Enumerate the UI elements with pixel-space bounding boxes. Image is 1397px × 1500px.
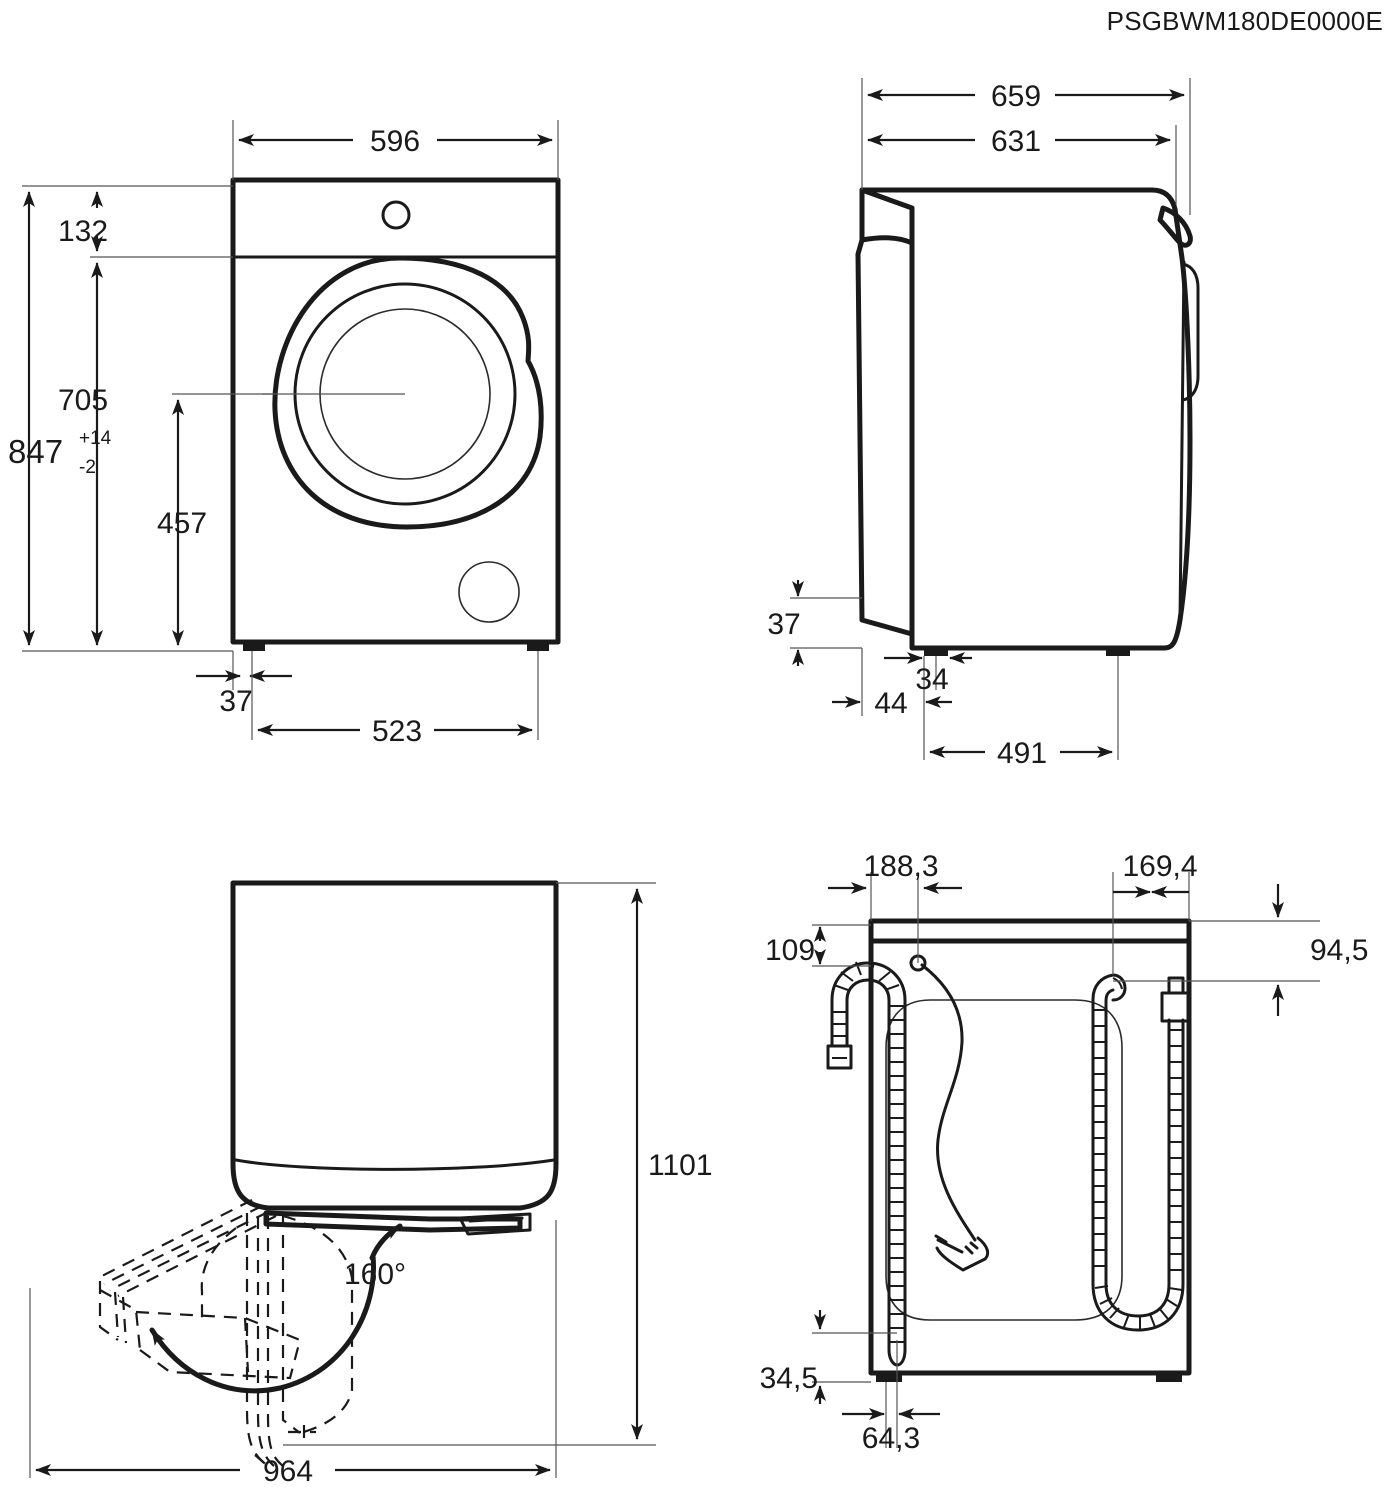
side-view: 659 631 37 34 [767, 78, 1200, 770]
dim-side-depth-overall: 659 [867, 80, 1185, 113]
dim-945-label: 94,5 [1310, 934, 1368, 967]
drawing-code-label: PSGBWM180DE0000E [1106, 6, 1383, 36]
dim-847-tol-minus: -2 [79, 457, 96, 478]
dim-top-depth-open: 1101 [631, 888, 713, 1440]
dim-523-label: 523 [372, 715, 422, 748]
dim-37-front-label: 37 [219, 685, 252, 718]
dim-37-side-label: 37 [767, 608, 800, 641]
front-view: 596 847 +14 -2 132 705 [8, 120, 561, 748]
dim-front-body-height: 705 [58, 262, 108, 646]
dim-132-label: 132 [58, 215, 108, 248]
dim-643-label: 64,3 [862, 1422, 920, 1455]
dim-front-foot-inset: 37 [196, 670, 292, 718]
dim-1694-label: 169,4 [1122, 850, 1197, 883]
dim-847-tol-plus: +14 [79, 428, 112, 449]
inlet-hose [826, 961, 907, 1367]
dim-160deg-label: 160° [344, 1258, 406, 1291]
dim-596-label: 596 [370, 125, 420, 158]
door-open-ghost [95, 1199, 302, 1380]
dim-front-width: 596 [238, 125, 553, 158]
dim-631-label: 631 [991, 125, 1041, 158]
dim-44-label: 44 [874, 687, 907, 720]
dim-side-foot-span: 491 [929, 737, 1113, 770]
dim-side-foot-width: 34 [884, 652, 972, 696]
dim-659-label: 659 [991, 80, 1041, 113]
dim-rear-hose-bottom-height: 34,5 [760, 1310, 826, 1404]
dim-side-foot-offset: 44 [832, 687, 952, 720]
door-angle-arc: 160° [149, 1223, 406, 1394]
dim-top-width-open: 964 [35, 1455, 551, 1488]
dim-345-label: 34,5 [760, 1362, 818, 1395]
rear-view: 188,3 169,4 109 94,5 [760, 850, 1369, 1455]
dim-847-label: 847 [8, 433, 63, 470]
door-swing-silhouette [200, 1213, 354, 1469]
dim-1883-label: 188,3 [863, 850, 938, 883]
dim-side-depth-body: 631 [867, 125, 1171, 158]
dim-rear-right-offset: 94,5 [1272, 884, 1368, 1016]
dim-front-panel-height: 132 [58, 191, 108, 252]
dim-front-door-center: 457 [157, 399, 207, 646]
dim-rear-top-panel: 109 [765, 926, 826, 967]
dim-705-label: 705 [58, 384, 108, 417]
dim-491-label: 491 [997, 737, 1047, 770]
dim-34-label: 34 [915, 663, 948, 696]
dim-rear-drain-offset: 169,4 [1113, 850, 1198, 898]
dim-rear-hose-bottom-offset: 64,3 [842, 1408, 940, 1455]
drain-hose [1091, 973, 1192, 1332]
power-cord [909, 954, 990, 1272]
dim-457-label: 457 [157, 507, 207, 540]
dim-rear-inlet-offset: 188,3 [828, 850, 962, 894]
top-view-door-swing: 160° 1101 964 [29, 880, 713, 1488]
dim-964-label: 964 [263, 1455, 313, 1488]
dim-side-plinth-height: 37 [767, 580, 804, 666]
dim-109-label: 109 [765, 934, 815, 967]
dim-front-foot-span: 523 [257, 715, 533, 748]
dim-1101-label: 1101 [648, 1149, 713, 1182]
